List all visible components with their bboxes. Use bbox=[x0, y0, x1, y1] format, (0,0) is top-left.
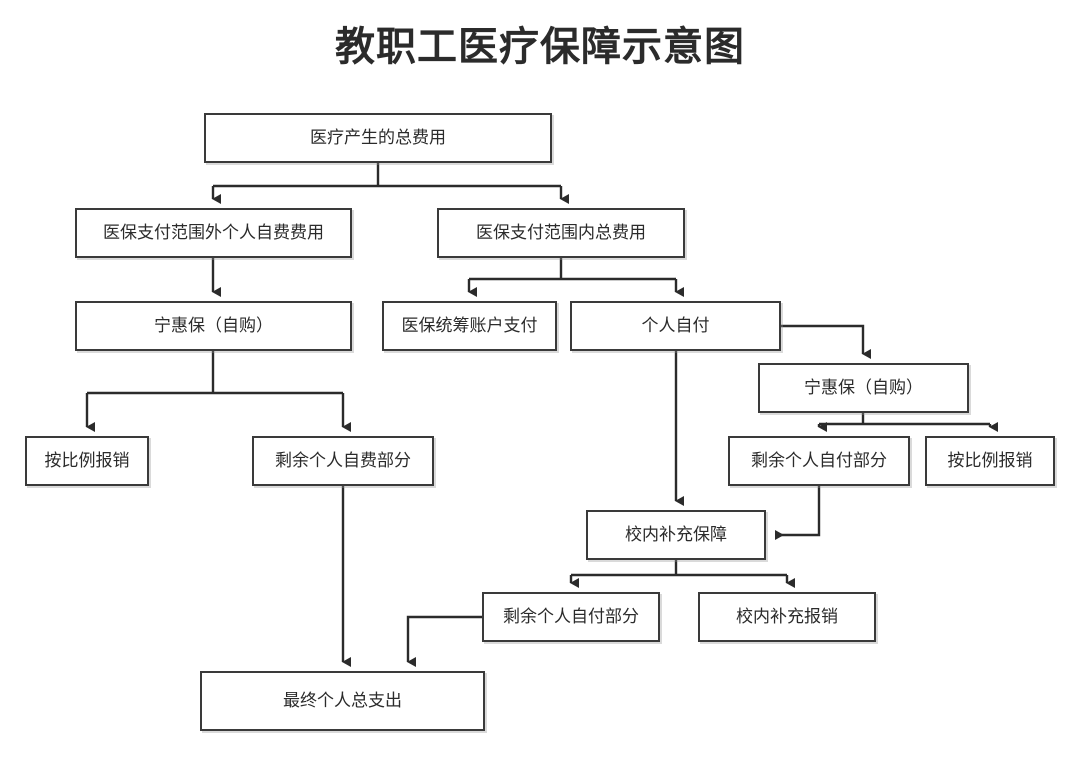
page-title: 教职工医疗保障示意图 bbox=[335, 24, 745, 70]
node-ninghuibao-right[interactable]: 宁惠保（自购） bbox=[758, 363, 969, 413]
node-label: 剩余个人自费部分 bbox=[275, 450, 411, 471]
node-remaining-self-paid-portion[interactable]: 剩余个人自费部分 bbox=[252, 436, 434, 486]
node-label: 医保支付范围内总费用 bbox=[476, 222, 646, 243]
node-pooled-account-payment[interactable]: 医保统筹账户支付 bbox=[382, 301, 557, 351]
node-ninghuibao-left[interactable]: 宁惠保（自购） bbox=[75, 301, 352, 351]
node-final-personal-total-expense[interactable]: 最终个人总支出 bbox=[200, 671, 485, 731]
node-proportional-reimbursement-left[interactable]: 按比例报销 bbox=[25, 436, 149, 486]
node-label: 宁惠保（自购） bbox=[154, 315, 273, 336]
node-in-scope-total-cost[interactable]: 医保支付范围内总费用 bbox=[437, 208, 685, 258]
node-proportional-reimbursement-right[interactable]: 按比例报销 bbox=[925, 436, 1055, 486]
node-campus-supplementary-reimbursement[interactable]: 校内补充报销 bbox=[698, 592, 876, 642]
node-campus-supplementary-coverage[interactable]: 校内补充保障 bbox=[586, 510, 766, 560]
node-label: 医保支付范围外个人自费费用 bbox=[103, 222, 324, 243]
node-label: 医疗产生的总费用 bbox=[310, 127, 446, 148]
node-remaining-copay-portion-upper[interactable]: 剩余个人自付部分 bbox=[728, 436, 910, 486]
node-label: 最终个人总支出 bbox=[283, 690, 402, 711]
node-label: 按比例报销 bbox=[947, 450, 1033, 471]
node-personal-copay[interactable]: 个人自付 bbox=[570, 301, 781, 351]
node-total-medical-cost[interactable]: 医疗产生的总费用 bbox=[204, 113, 552, 163]
node-label: 剩余个人自付部分 bbox=[503, 606, 639, 627]
node-remaining-copay-portion-lower[interactable]: 剩余个人自付部分 bbox=[482, 592, 660, 642]
node-label: 宁惠保（自购） bbox=[804, 377, 923, 398]
node-label: 医保统筹账户支付 bbox=[401, 315, 538, 336]
node-out-of-scope-self-pay[interactable]: 医保支付范围外个人自费费用 bbox=[75, 208, 352, 258]
node-label: 按比例报销 bbox=[44, 450, 130, 471]
node-label: 校内补充保障 bbox=[625, 524, 727, 545]
node-label: 个人自付 bbox=[641, 315, 710, 336]
node-label: 剩余个人自付部分 bbox=[751, 450, 887, 471]
node-label: 校内补充报销 bbox=[736, 606, 838, 627]
edge-n13-n15 bbox=[406, 615, 482, 667]
edge-n6-n7 bbox=[781, 324, 871, 359]
edge-n10-n12 bbox=[775, 486, 821, 540]
